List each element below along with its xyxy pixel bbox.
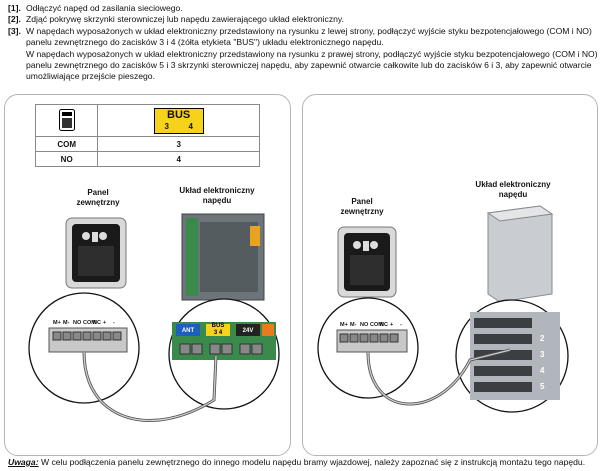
instruction-1: [1]. Odłączyć napęd od zasilania sieciow… (8, 3, 598, 14)
table-header-bus-cell: BUS 3 4 (97, 104, 260, 137)
terminal-label: M- (350, 322, 357, 328)
terminal-label: M+ (53, 320, 61, 326)
control-terminal-zoom-right (455, 299, 569, 413)
bus-label-text: BUS (167, 108, 191, 121)
terminal-number: 2 (540, 334, 545, 343)
terminal-number: 3 (540, 350, 545, 359)
right-panel-label: Panel zewnętrzny (340, 197, 384, 216)
terminal-block-zoom-right (317, 297, 419, 399)
bus-terminal-zoom (168, 298, 280, 410)
warning-note: Uwaga: W celu podłączenia panelu zewnętr… (8, 457, 598, 467)
terminal-label: M- (63, 320, 70, 326)
terminal-label: NC (93, 320, 101, 326)
terminal-label: NO (360, 322, 369, 328)
terminal-label: - (113, 320, 115, 326)
terminal-number: 4 (540, 366, 545, 375)
terminal-label: - (400, 322, 402, 328)
instruction-text: W napędach wyposażonych w układ elektron… (26, 48, 598, 59)
left-unit-label: Układ elektroniczny napędu (179, 186, 255, 205)
instruction-3: [3]. W napędach wyposażonych w układ ele… (8, 26, 598, 37)
terminal-label: COM (83, 320, 96, 326)
terminal-number: 5 (540, 382, 545, 391)
chip-label: ANT (181, 328, 195, 334)
bus-terminal-num: 3 (164, 121, 169, 131)
chip-bus-nums: 3 4 (213, 330, 223, 336)
table-cell-name: NO (34, 151, 99, 167)
external-panel-left (65, 217, 127, 289)
instruction-num: [2]. (8, 14, 21, 25)
instruction-text: W napędach wyposażonych w układ elektron… (26, 25, 592, 36)
external-panel-right (337, 226, 397, 298)
control-box-right (486, 205, 554, 303)
terminal-label: M+ (340, 322, 348, 328)
note-text: W celu podłączenia panelu zewnętrznego d… (38, 457, 586, 467)
terminal-label: COM (370, 322, 383, 328)
chip-label: 24V (242, 328, 254, 334)
bus-label-badge: BUS 3 4 (153, 107, 204, 134)
terminal-label: + (103, 320, 107, 326)
terminal-label: NO (73, 320, 82, 326)
instruction-text: Odłączyć napęd od zasilania sieciowego. (26, 3, 183, 13)
instruction-num: [3]. (8, 25, 21, 36)
terminal-label: + (390, 322, 394, 328)
terminal-block-zoom-left (28, 292, 140, 404)
intercom-icon (58, 108, 75, 131)
instruction-2: [2]. Zdjąć pokrywę skrzynki sterowniczej… (8, 14, 598, 25)
instruction-text: Zdjąć pokrywę skrzynki sterowniczej lub … (26, 14, 344, 25)
terminal-label: NC (380, 322, 388, 328)
note-key: Uwaga: (8, 457, 39, 467)
instruction-text: panelu zewnętrznego do zacisków 3 i 4 (ż… (26, 37, 384, 48)
instructions: [1]. Odłączyć napęd od zasilania sieciow… (8, 3, 598, 83)
left-panel-label: Panel zewnętrzny (76, 188, 120, 207)
instruction-text: panelu zewnętrznego do zacisków 5 i 3 sk… (26, 60, 592, 71)
instruction-num: [1]. (8, 3, 21, 13)
control-board-left (181, 213, 265, 301)
instruction-text: umożliwiające przejście pieszego. (26, 71, 155, 82)
bus-terminal-num: 4 (188, 121, 193, 131)
table-row: NO 4 (34, 151, 260, 167)
right-unit-label: Układ elektroniczny napędu (475, 180, 551, 199)
table-cell-value: 4 (97, 151, 260, 167)
